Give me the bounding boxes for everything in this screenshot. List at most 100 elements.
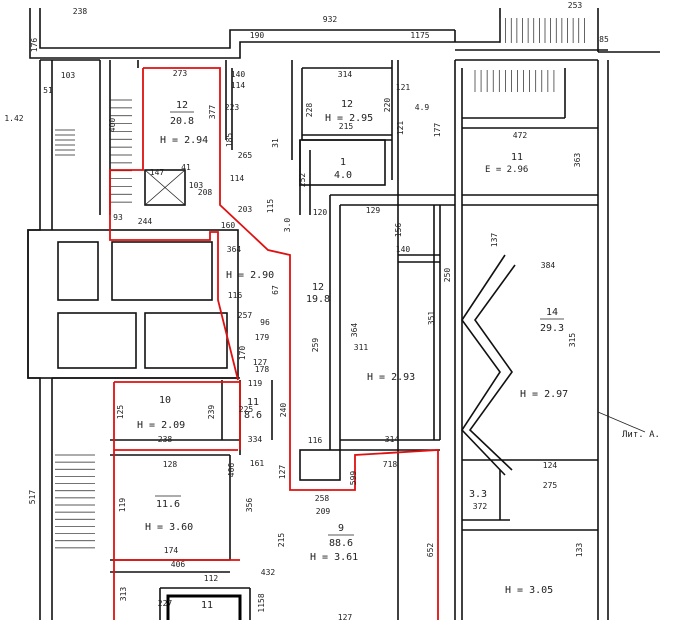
room-12b-id: 12 [341, 99, 353, 110]
dimension-label: 377 [208, 105, 217, 120]
dimension-label: 363 [573, 153, 582, 168]
dimension-label: 147 [150, 168, 165, 177]
dimension-label: 103 [189, 181, 204, 190]
room-12-height: H = 2.94 [160, 135, 208, 146]
room-9-id: 9 [338, 523, 344, 534]
dimension-label: 93 [113, 213, 123, 222]
dimension-label: 215 [339, 122, 354, 131]
dimension-label: 133 [575, 543, 584, 558]
dimension-label: 96 [260, 318, 270, 327]
dimension-label: 174 [164, 546, 179, 555]
dimension-label: 718 [383, 460, 398, 469]
dimension-label: 356 [245, 498, 254, 513]
dimension-label: 239 [207, 405, 216, 420]
dimension-label: 1158 [257, 593, 266, 612]
dimension-label: 400 [108, 118, 117, 133]
room-small-area: 3.3 [469, 489, 487, 500]
room-12c-area: 19.8 [306, 294, 330, 305]
dimension-label: 599 [349, 471, 358, 486]
dimension-label: 652 [426, 543, 435, 558]
dimension-label: 3.0 [283, 218, 292, 233]
dimension-label: 114 [230, 174, 245, 183]
dimension-label: 1175 [410, 31, 429, 40]
dimension-label: 240 [279, 403, 288, 418]
dimension-label: 406 [227, 463, 236, 478]
dimension-label: 177 [433, 123, 442, 138]
dimension-label: 223 [225, 103, 240, 112]
dimension-label: 129 [366, 206, 381, 215]
dimension-label: 220 [383, 98, 392, 113]
dimension-label: 51 [43, 86, 53, 95]
dimension-label: 275 [543, 481, 558, 490]
dimension-label: 1.42 [4, 114, 23, 123]
dimension-label: 259 [311, 338, 320, 353]
dimension-label: 161 [250, 459, 265, 468]
dimension-label: 472 [513, 131, 528, 140]
room-14-height: H = 2.97 [520, 389, 568, 400]
dimension-label: 31 [271, 138, 280, 148]
dimension-label: 125 [116, 405, 125, 420]
room-14-id: 14 [546, 307, 558, 318]
dimension-label: 137 [490, 233, 499, 248]
dimension-label: 120 [313, 208, 328, 217]
dimension-label: 313 [119, 587, 128, 602]
room-11-id: 11 [511, 152, 523, 163]
dimension-label: 228 [305, 103, 314, 118]
dimension-label: 209 [316, 507, 331, 516]
dimension-label: 314 [338, 70, 353, 79]
dimension-label: 314 [385, 435, 400, 444]
room-11b-id: 11 [247, 397, 259, 408]
room-10-id: 10 [159, 395, 171, 406]
annotation-label: Лит. А. [622, 430, 660, 440]
room-corridor-height: H = 2.90 [226, 270, 274, 281]
dimension-label: 315 [568, 333, 577, 348]
dimension-label: 364 [227, 245, 242, 254]
dimension-label: 85 [599, 35, 609, 44]
room-8-area: 11.6 [156, 499, 180, 510]
dimension-label: 384 [541, 261, 556, 270]
dimension-label: 215 [277, 533, 286, 548]
dimension-label: 119 [118, 498, 127, 513]
room-12-area: 20.8 [170, 116, 194, 127]
dimension-label: 273 [173, 69, 188, 78]
dimension-label: 103 [61, 71, 76, 80]
dimension-label: 517 [28, 490, 37, 505]
stairs [55, 18, 585, 549]
dimension-label: 225 [239, 405, 254, 414]
dimension-label: 244 [138, 217, 153, 226]
room-12-id: 12 [176, 100, 188, 111]
room-8-height: H = 3.60 [145, 522, 193, 533]
dimension-label: 128 [163, 460, 178, 469]
dimension-label: 179 [255, 333, 270, 342]
dimension-label: 258 [315, 494, 330, 503]
dimension-label: 41 [181, 163, 191, 172]
structural-blocks [27, 169, 341, 481]
dimension-label: 127 [338, 613, 353, 620]
dimension-label: 334 [248, 435, 263, 444]
dimension-label: 238 [73, 7, 88, 16]
room-11b-area: 8.6 [244, 410, 262, 421]
dimension-label: 116 [228, 291, 243, 300]
dimension-label: 406 [171, 560, 186, 569]
dimension-label: 203 [238, 205, 253, 214]
dimension-label: 311 [354, 343, 369, 352]
dimension-label: 121 [396, 83, 411, 92]
dimension-label: 114 [231, 81, 246, 90]
dimension-label: 252 [298, 173, 307, 188]
room-9-height: H = 3.61 [310, 552, 358, 563]
dimension-label: 160 [221, 221, 236, 230]
room-12c-id: 12 [312, 282, 324, 293]
dimension-label: 250 [443, 268, 452, 283]
dimension-label: 265 [238, 151, 253, 160]
dimension-label: 208 [198, 188, 213, 197]
room-9-area: 88.6 [329, 538, 353, 549]
room-10-height: H = 2.09 [137, 420, 185, 431]
dimension-label: 372 [473, 502, 488, 511]
premises-outline [109, 67, 439, 620]
dimension-label: 185 [225, 133, 234, 148]
dimension-label: 67 [271, 285, 280, 295]
room-se-height: H = 3.05 [505, 585, 553, 596]
room-11c-id: 11 [201, 600, 213, 611]
dimension-label: 257 [238, 311, 253, 320]
